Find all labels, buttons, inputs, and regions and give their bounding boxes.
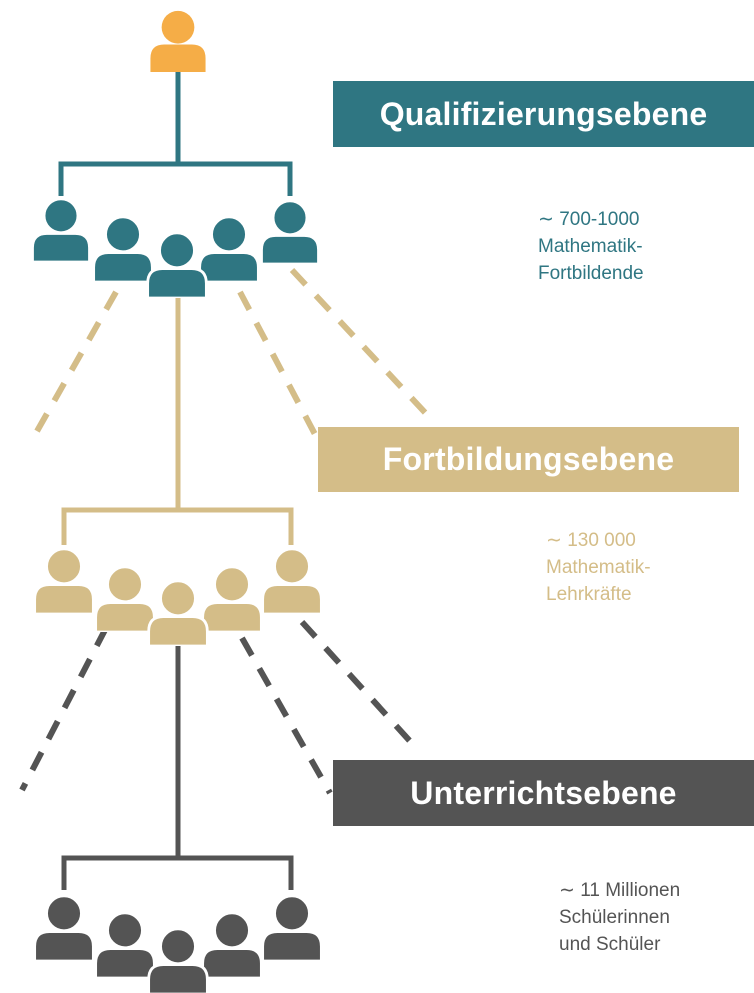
- count-line: Mathematik-: [546, 557, 651, 578]
- person-icon: [31, 198, 91, 262]
- connector-bottom: [61, 645, 294, 890]
- count-line: ∼ 130 000: [546, 530, 636, 551]
- count-line: ∼ 11 Millionen: [559, 880, 681, 901]
- count-line: Mathematik-: [538, 236, 643, 257]
- level-banner-fortbildung: Fortbildungsebene: [318, 427, 739, 492]
- person-icon: [33, 548, 95, 614]
- level-count-fortbildung: ∼ 130 000 Mathematik- Lehrkräfte: [546, 527, 651, 608]
- count-line: Lehrkräfte: [546, 584, 632, 605]
- fan-lines-middle: [19, 619, 421, 795]
- person-icon: [198, 216, 260, 282]
- person-icon: [94, 912, 156, 978]
- person-icon: [261, 548, 323, 614]
- level-title: Unterrichtsebene: [410, 774, 677, 811]
- person-icon: [92, 216, 154, 282]
- person-group-qualifizierung: [31, 198, 320, 298]
- level-title: Fortbildungsebene: [382, 441, 675, 477]
- level-count-qualifizierung: ∼ 700-1000 Mathematik- Fortbildende: [538, 206, 644, 287]
- person-icon: [260, 200, 320, 264]
- person-group-fortbildung: [33, 548, 323, 646]
- person-icon: [147, 580, 209, 646]
- person-icon: [201, 566, 263, 632]
- count-line: und Schüler: [559, 934, 661, 955]
- person-group-unterricht: [33, 895, 323, 993]
- person-icon: [33, 895, 95, 961]
- fan-lines-top: [29, 267, 435, 442]
- person-icon: [150, 10, 206, 72]
- level-banner-unterricht: Unterrichtsebene: [333, 760, 754, 826]
- count-line: Schülerinnen: [559, 907, 670, 928]
- person-icon: [146, 232, 208, 298]
- count-line: ∼ 700-1000: [538, 209, 640, 230]
- level-title: Qualifizierungsebene: [379, 95, 708, 132]
- count-line: Fortbildende: [538, 263, 644, 284]
- level-banner-qualifizierung: Qualifizierungsebene: [333, 81, 754, 147]
- person-icon: [94, 566, 156, 632]
- connector-top: [58, 70, 293, 196]
- connector-middle: [61, 296, 294, 545]
- level-count-unterricht: ∼ 11 Millionen Schülerinnen und Schüler: [559, 877, 680, 958]
- person-icon: [147, 928, 209, 993]
- person-icon: [201, 912, 263, 978]
- person-icon: [261, 895, 323, 961]
